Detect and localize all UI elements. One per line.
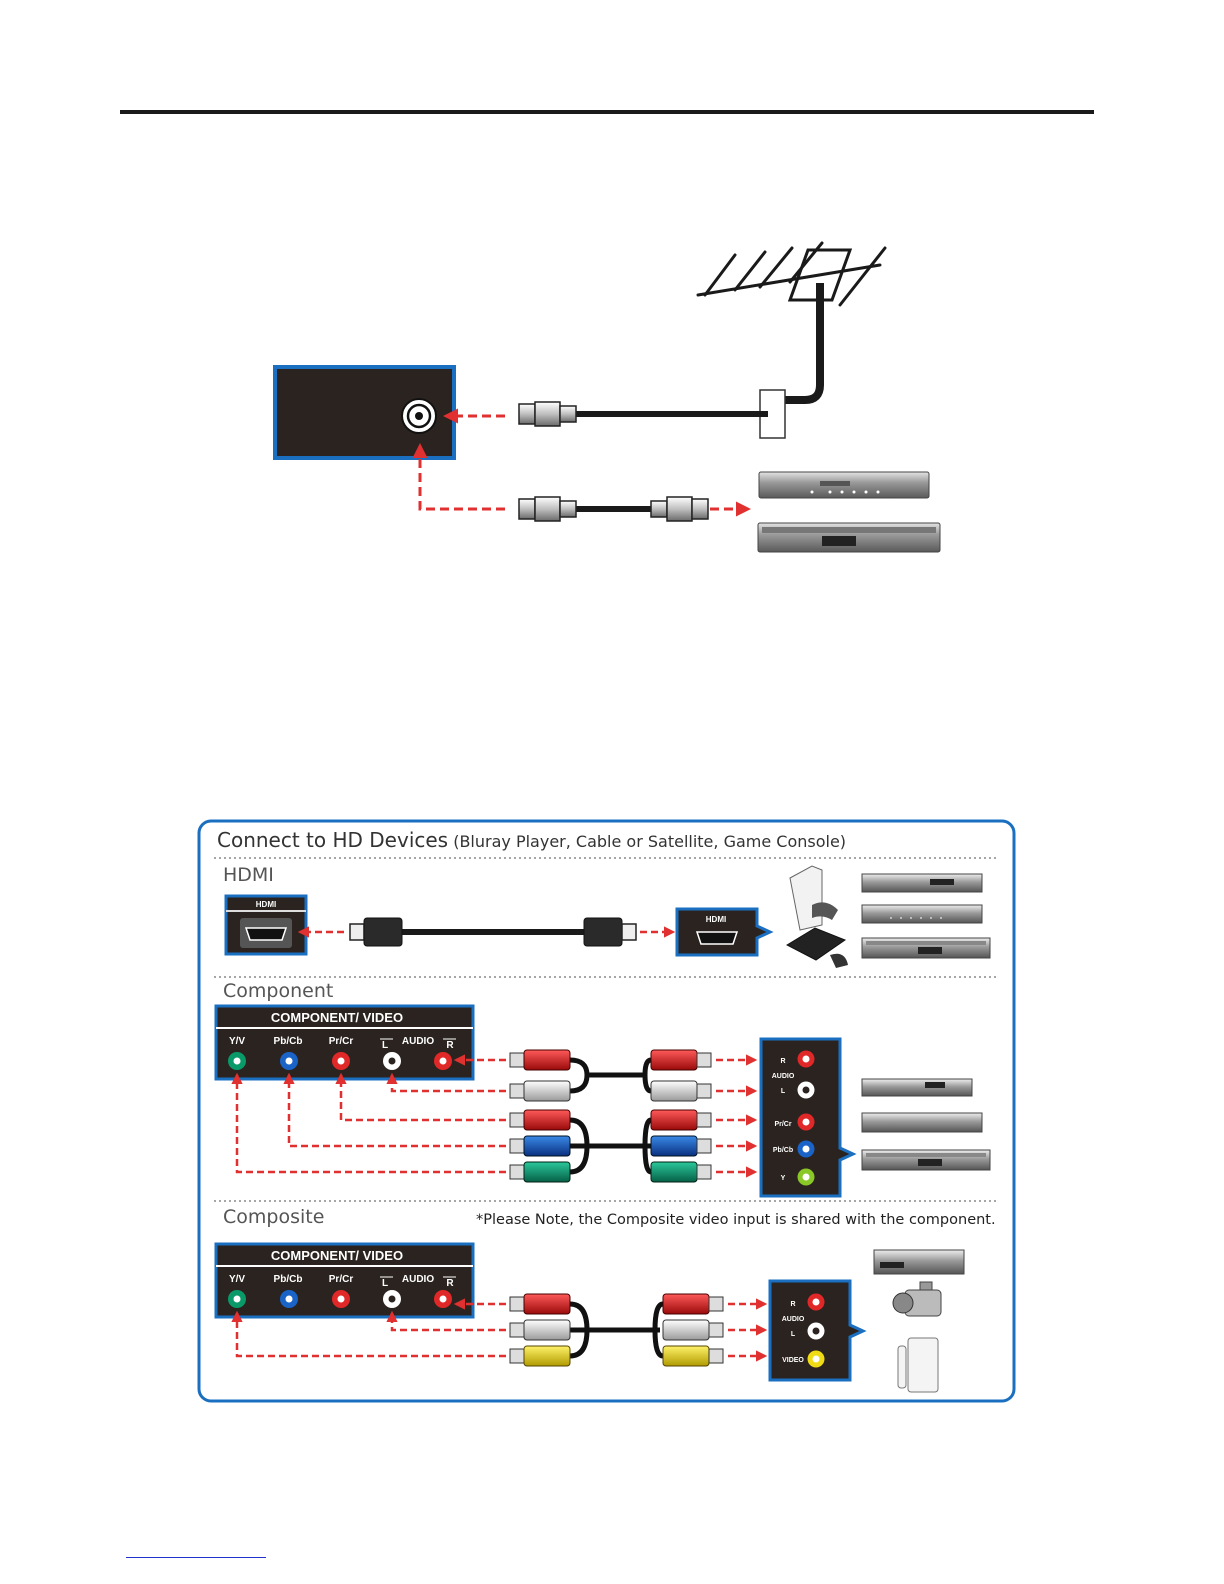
rca-plug-icon [662, 1345, 724, 1367]
game-console-icon [785, 865, 848, 968]
vcr-icon [873, 1249, 965, 1275]
device-composite-panel: R AUDIO L VIDEO [768, 1279, 867, 1382]
jack-label-r: R [446, 1278, 454, 1289]
device-jack-audio: AUDIO [772, 1073, 795, 1080]
hdmi-plug-icon [349, 917, 403, 947]
coax-plug-icon [650, 496, 709, 522]
cable-box-icon [861, 937, 991, 959]
jack-label-prcr: Pr/Cr [329, 1036, 354, 1047]
device-jack-pr: Pr/Cr [774, 1121, 791, 1128]
jack-label-l: L [382, 1040, 388, 1051]
jack-label-l: L [382, 1278, 388, 1289]
coax-plug-icon [518, 496, 577, 522]
jack-label-prcr: Pr/Cr [329, 1274, 354, 1285]
rca-plug-icon [650, 1135, 712, 1157]
hdmi-heading: HDMI [223, 864, 274, 886]
device-jack-l: L [791, 1331, 796, 1338]
top-rule [120, 110, 1094, 114]
bluray-player-icon [861, 873, 983, 893]
device-jack-audio: AUDIO [782, 1316, 805, 1323]
jack-label-yv: Y/V [229, 1036, 245, 1047]
coax-plug-icon [518, 401, 577, 427]
rca-plug-icon [662, 1319, 724, 1341]
rca-plug-icon [650, 1161, 712, 1183]
tv-component-panel: COMPONENT/ VIDEO Y/V Pb/Cb Pr/Cr L AUDIO… [214, 1004, 475, 1081]
rca-plug-icon [650, 1049, 712, 1071]
rca-plug-icon [509, 1109, 571, 1131]
component-header: COMPONENT/ VIDEO [271, 1010, 403, 1025]
jack-label-audio: AUDIO [402, 1274, 434, 1285]
tv-hdmi-label: HDMI [256, 900, 276, 909]
device-jack-r: R [780, 1058, 785, 1065]
rca-plug-icon [509, 1293, 571, 1315]
set-top-box-icon [758, 471, 930, 499]
game-console-icon [897, 1337, 939, 1393]
component-heading: Component [223, 980, 334, 1002]
antenna-icon [696, 241, 887, 307]
rca-plug-icon [650, 1109, 712, 1131]
jack-label-yv: Y/V [229, 1274, 245, 1285]
rca-plug-icon [662, 1293, 724, 1315]
device-component-panel: R AUDIO L Pr/Cr Pb/Cb Y [759, 1037, 857, 1198]
device-hdmi-port: HDMI [675, 907, 774, 957]
rca-plug-icon [509, 1135, 571, 1157]
composite-header: COMPONENT/ VIDEO [271, 1248, 403, 1263]
hd-title-sub: (Bluray Player, Cable or Satellite, Game… [453, 832, 847, 851]
cable-box-icon [861, 1149, 991, 1171]
composite-heading: Composite [223, 1206, 325, 1228]
jack-label-pbcb: Pb/Cb [274, 1036, 303, 1047]
footer-line [126, 1557, 266, 1558]
component-cable [569, 1057, 652, 1175]
composite-note: *Please Note, the Composite video input … [476, 1212, 996, 1228]
rf-jack-icon [401, 398, 437, 434]
hd-panel-title: Connect to HD Devices (Bluray Player, Ca… [217, 828, 846, 852]
antenna-cable [785, 283, 824, 404]
device-jack-video: VIDEO [782, 1357, 804, 1364]
composite-cable [569, 1301, 664, 1359]
arrow-from-box [412, 443, 505, 511]
antenna-diagram [273, 241, 941, 553]
set-top-box-icon [861, 1112, 983, 1133]
rca-plug-icon [650, 1080, 712, 1102]
rca-plug-icon [509, 1049, 571, 1071]
device-jack-r: R [790, 1301, 795, 1308]
bluray-player-icon [861, 1078, 973, 1097]
cable-box-icon [757, 522, 941, 553]
rca-plug-icon [509, 1345, 571, 1367]
tv-hdmi-port: HDMI [224, 894, 308, 956]
device-hdmi-label: HDMI [706, 915, 726, 924]
jack-label-audio: AUDIO [402, 1036, 434, 1047]
set-top-box-icon [861, 904, 983, 924]
rca-plug-icon [509, 1319, 571, 1341]
camcorder-icon [892, 1281, 942, 1317]
hdmi-plug-icon [583, 917, 637, 947]
device-jack-l: L [781, 1088, 786, 1095]
hd-title-main: Connect to HD Devices [217, 828, 449, 852]
rca-plug-icon [509, 1080, 571, 1102]
jack-label-pbcb: Pb/Cb [274, 1274, 303, 1285]
jack-label-r: R [446, 1040, 454, 1051]
tv-composite-panel: COMPONENT/ VIDEO Y/V Pb/Cb Pr/Cr L AUDIO… [214, 1242, 475, 1319]
device-jack-pb: Pb/Cb [773, 1147, 793, 1154]
rca-plug-icon [509, 1161, 571, 1183]
device-jack-y: Y [781, 1175, 786, 1182]
